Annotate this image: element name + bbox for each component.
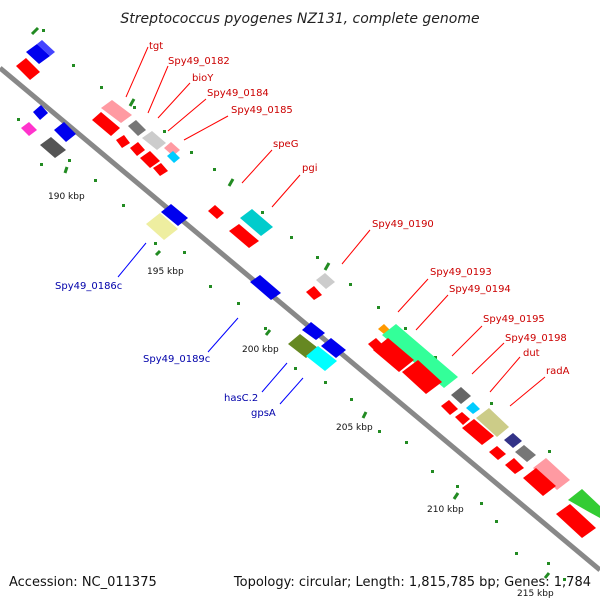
gene-label: bioY	[192, 73, 214, 84]
gene-block	[37, 40, 55, 56]
gene-block	[455, 412, 470, 425]
gene-block	[140, 151, 160, 168]
kbp-label-210: 210 kbp	[427, 505, 464, 515]
gene-block	[116, 135, 130, 148]
gene-block	[533, 458, 570, 490]
gene-block	[33, 105, 48, 120]
gene-block	[515, 445, 536, 462]
gene-block	[441, 400, 458, 415]
gene-label: gpsA	[251, 408, 276, 419]
gene-block	[316, 273, 335, 289]
gene-label: Spy49_0189c	[143, 354, 210, 365]
gene-block	[489, 446, 506, 460]
gene-label: Spy49_0198	[505, 333, 567, 344]
gene-block	[130, 142, 145, 156]
gene-block	[373, 338, 414, 372]
gene-block	[40, 137, 66, 158]
major-ticks	[30, 26, 551, 579]
gene-block	[153, 163, 168, 176]
gene-label: tgt	[149, 41, 163, 52]
gene-block	[164, 142, 180, 156]
gene-block	[504, 433, 522, 448]
gene-label: pgi	[302, 163, 317, 174]
gene-block	[462, 419, 494, 445]
tick-marks	[17, 29, 566, 581]
gene-block	[54, 122, 76, 142]
gene-label: Spy49_0182	[168, 56, 230, 67]
genome-backbone	[0, 66, 600, 572]
gene-block	[16, 58, 40, 80]
gene-label: Spy49_0194	[449, 284, 511, 295]
kbp-label-190: 190 kbp	[48, 192, 85, 202]
gene-block	[556, 504, 596, 538]
genome-summary-text: Topology: circular; Length: 1,815,785 bp…	[233, 575, 591, 590]
accession-text: Accession: NC_011375	[9, 575, 157, 590]
leader-lines-blue	[117, 242, 304, 405]
gene-block	[321, 338, 346, 358]
leader-lines-red	[125, 46, 546, 407]
gene-block	[402, 360, 442, 394]
gene-block	[302, 322, 325, 340]
gene-block	[306, 346, 337, 371]
genes-lower	[21, 105, 346, 371]
gene-label: Spy49_0193	[430, 267, 492, 278]
gene-label: Spy49_0184	[207, 88, 269, 99]
gene-block	[92, 112, 120, 136]
kbp-label-195: 195 kbp	[147, 267, 184, 277]
gene-block	[146, 213, 178, 240]
genes-upper	[16, 40, 600, 538]
gene-label: dut	[523, 348, 540, 359]
gene-label: hasC.2	[224, 393, 258, 404]
gene-block	[240, 209, 273, 236]
kbp-label-205: 205 kbp	[336, 423, 373, 433]
gene-label: speG	[273, 139, 298, 150]
gene-block	[451, 387, 471, 404]
gene-block	[101, 100, 132, 123]
gene-block	[208, 205, 224, 219]
gene-block	[505, 458, 524, 474]
gene-label: Spy49_0185	[231, 105, 293, 116]
gene-block	[161, 204, 188, 226]
kbp-label-200: 200 kbp	[242, 345, 279, 355]
gene-block	[229, 224, 259, 248]
genome-title: Streptococcus pyogenes NZ131, complete g…	[120, 11, 479, 27]
gene-block	[466, 402, 480, 414]
gene-label: Spy49_0190	[372, 219, 434, 230]
gene-block	[476, 408, 509, 437]
gene-block	[568, 489, 600, 518]
kbp-label-215: 215 kbp	[517, 589, 554, 599]
gene-block	[142, 131, 166, 150]
gene-block	[306, 286, 322, 300]
gene-block	[167, 151, 180, 163]
gene-block	[128, 120, 146, 136]
gene-label: Spy49_0186c	[55, 281, 122, 292]
gene-block	[26, 44, 50, 64]
gene-block	[250, 275, 281, 300]
gene-label: Spy49_0195	[483, 314, 545, 325]
gene-block	[523, 468, 556, 496]
gene-block	[382, 324, 458, 388]
gene-label: radA	[546, 366, 570, 377]
gene-block	[288, 334, 318, 358]
gene-block	[21, 122, 37, 136]
